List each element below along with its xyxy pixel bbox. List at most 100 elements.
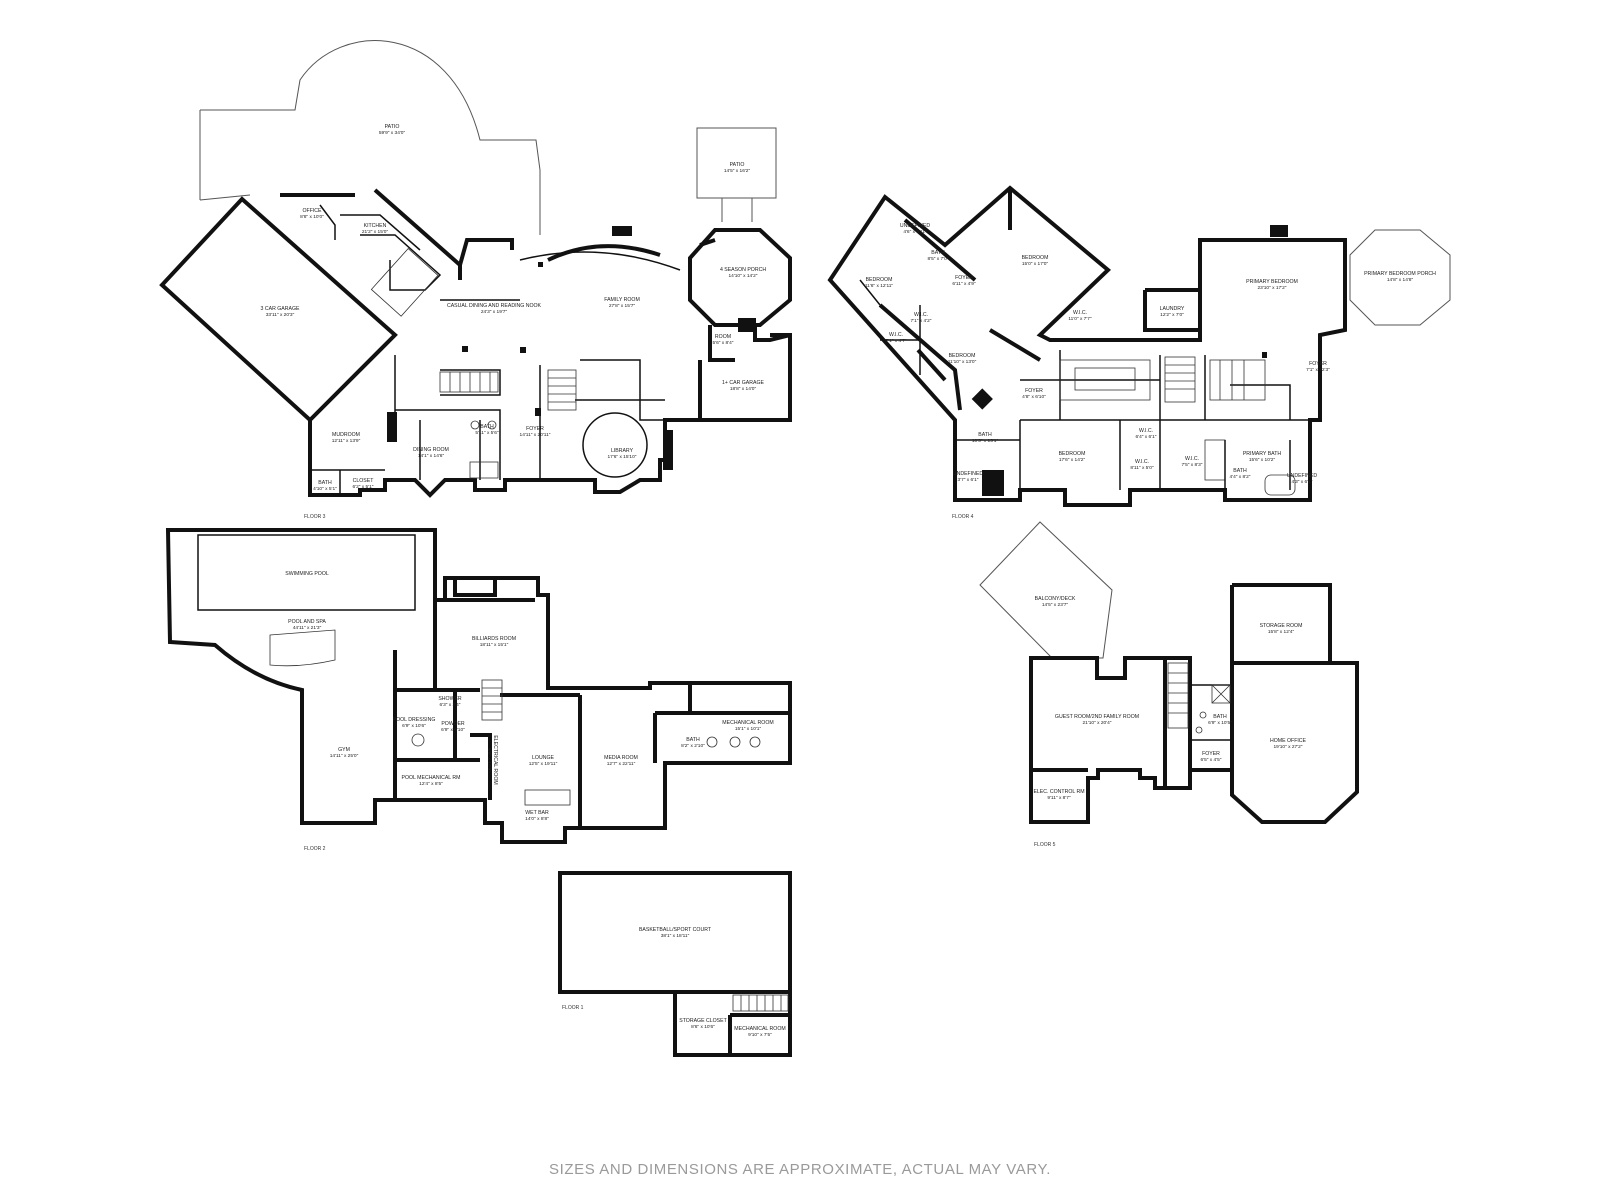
room-name: UNDEFINED: [1287, 473, 1318, 479]
floor-4-plan: [827, 185, 1451, 507]
svg-text:12'11" x 13'9": 12'11" x 13'9": [332, 438, 361, 444]
balcony-outline: [979, 521, 1113, 659]
room-dim: 7'1" x 4'2": [911, 318, 932, 324]
room-name: LOUNGE: [532, 755, 554, 761]
patio-small-outline: [696, 127, 777, 199]
room-dim: 11'6" x 12'11": [865, 283, 894, 289]
svg-text:BALCONY/DECK: BALCONY/DECK: [1035, 596, 1076, 602]
room-name: STORAGE CLOSET: [679, 1018, 727, 1024]
svg-text:FOYER: FOYER: [1309, 361, 1327, 367]
svg-text:11'10" x 13'0": 11'10" x 13'0": [948, 359, 977, 365]
svg-text:CLOSET: CLOSET: [353, 478, 375, 484]
floor-1-plan: [558, 871, 792, 1057]
svg-text:8'6" x 10'6": 8'6" x 10'6": [691, 1024, 715, 1030]
room-dim: 17'6" x 14'2": [1059, 457, 1086, 463]
svg-text:KITCHEN: KITCHEN: [364, 223, 387, 229]
svg-text:W.I.C.: W.I.C.: [1185, 456, 1199, 462]
room-dim: 11'10" x 13'0": [948, 359, 977, 365]
svg-text:BEDROOM: BEDROOM: [866, 277, 893, 283]
floor-4-labels: UNDEFINED 4'6" x 6'11" BATH 8'5" x 7'0" …: [865, 223, 1436, 520]
room-name: POWDER: [441, 721, 465, 727]
svg-text:PRIMARY BATH: PRIMARY BATH: [1243, 451, 1282, 457]
room-dim: 6'9" x 6'10": [441, 727, 465, 733]
room-dim: 6'9" x 10'6": [402, 723, 426, 729]
svg-text:17'6" x 15'10": 17'6" x 15'10": [608, 454, 637, 460]
room-name: WET BAR: [525, 810, 549, 816]
room-name: GYM: [338, 747, 350, 753]
svg-text:BATH: BATH: [318, 480, 332, 486]
room-name: BATH: [1233, 468, 1247, 474]
room-dim: 38'1" x 18'11": [661, 933, 690, 939]
svg-text:MECHANICAL ROOM: MECHANICAL ROOM: [734, 1026, 785, 1032]
svg-text:WET BAR: WET BAR: [525, 810, 549, 816]
room-name: BEDROOM: [866, 277, 893, 283]
svg-text:15'0" x 17'0": 15'0" x 17'0": [1022, 261, 1049, 267]
room-name: BALCONY/DECK: [1035, 596, 1076, 602]
svg-text:POOL DRESSING: POOL DRESSING: [393, 717, 436, 723]
svg-text:FOYER: FOYER: [526, 426, 544, 432]
svg-text:CASUAL DINING AND READING NOOK: CASUAL DINING AND READING NOOK: [447, 303, 542, 309]
svg-text:11'6" x 12'11": 11'6" x 12'11": [865, 283, 894, 289]
svg-text:GYM: GYM: [338, 747, 350, 753]
room-name: ELECTRICAL ROOM: [492, 735, 498, 784]
svg-text:8'8" x 10'0": 8'8" x 10'0": [300, 214, 324, 220]
svg-text:W.I.C.: W.I.C.: [914, 312, 928, 318]
room-name: BEDROOM: [1022, 255, 1049, 261]
svg-text:POWDER: POWDER: [441, 721, 465, 727]
svg-text:21'2" x 15'0": 21'2" x 15'0": [362, 229, 389, 235]
room-dim: 18'8" x 14'0": [730, 386, 757, 392]
room-name: KITCHEN: [364, 223, 387, 229]
room-dim: 21'2" x 15'0": [362, 229, 389, 235]
floor-label: FLOOR 1: [562, 1005, 584, 1011]
room-dim: 23'10" x 17'2": [1258, 285, 1287, 291]
room-dim: 14'1" x 14'6": [418, 453, 445, 459]
room-name: PATIO: [385, 124, 400, 130]
svg-text:6'9" x 10'5": 6'9" x 10'5": [1208, 720, 1232, 726]
svg-text:FOYER: FOYER: [1025, 388, 1043, 394]
room-dim: 8'2" x 2'10": [681, 743, 705, 749]
svg-text:6'11" x 4'9": 6'11" x 4'9": [952, 281, 976, 287]
svg-text:MECHANICAL ROOM: MECHANICAL ROOM: [722, 720, 773, 726]
room-dim: 3'7" x 6'1": [958, 477, 979, 483]
svg-text:59'9" x 34'0": 59'9" x 34'0": [379, 130, 406, 136]
svg-text:6'9" x 10'6": 6'9" x 10'6": [402, 723, 426, 729]
svg-text:10'5" x 15'1": 10'5" x 15'1": [972, 438, 999, 444]
room-dim: 7'5" x 8'3": [1182, 462, 1203, 468]
room-name: W.I.C.: [1185, 456, 1199, 462]
svg-text:BATH: BATH: [1213, 714, 1227, 720]
svg-text:BILLIARDS ROOM: BILLIARDS ROOM: [472, 636, 516, 642]
room-name: PRIMARY BEDROOM: [1246, 279, 1298, 285]
room-dim: 4'8" x 6'10": [1022, 394, 1046, 400]
room-dim: 15'6" x 10'2": [1249, 457, 1276, 463]
svg-text:BASKETBALL/SPORT COURT: BASKETBALL/SPORT COURT: [639, 927, 712, 933]
room-name: UNDEFINED: [953, 471, 984, 477]
svg-text:6'9" x 6'10": 6'9" x 6'10": [441, 727, 465, 733]
svg-text:3 CAR GARAGE: 3 CAR GARAGE: [261, 306, 300, 312]
svg-text:11'0" x 7'7": 11'0" x 7'7": [1068, 316, 1092, 322]
room-dim: 6'4" x 6'1": [1136, 434, 1157, 440]
room-dim: 12'5" x 19'11": [529, 761, 558, 767]
room-name: FOYER: [1202, 751, 1220, 757]
svg-text:15'1" x 10'1": 15'1" x 10'1": [735, 726, 762, 732]
room-name: BASKETBALL/SPORT COURT: [639, 927, 712, 933]
room-dim: 15'0" x 17'0": [1022, 261, 1049, 267]
room-name: MECHANICAL ROOM: [722, 720, 773, 726]
room-dim: 59'9" x 34'0": [379, 130, 406, 136]
svg-text:6'3" x 3'4": 6'3" x 3'4": [440, 702, 461, 708]
room-name: SWIMMING POOL: [285, 571, 329, 577]
disclaimer-footer: SIZES AND DIMENSIONS ARE APPROXIMATE, AC…: [549, 1161, 1051, 1178]
room-name: HOME OFFICE: [1270, 738, 1307, 744]
room-name: DINING ROOM: [413, 447, 449, 453]
room-name: STORAGE ROOM: [1260, 623, 1303, 629]
svg-text:LAUNDRY: LAUNDRY: [1160, 306, 1185, 312]
svg-text:ELEC. CONTROL RM: ELEC. CONTROL RM: [1033, 789, 1084, 795]
floor-5-labels: BALCONY/DECK 14'5" x 23'7" GUEST ROOM/2N…: [1033, 596, 1306, 848]
svg-text:4'8" x 6'10": 4'8" x 6'10": [1022, 394, 1046, 400]
svg-text:BEDROOM: BEDROOM: [1059, 451, 1086, 457]
room-name: BATH: [1213, 714, 1227, 720]
svg-text:17'6" x 14'2": 17'6" x 14'2": [1059, 457, 1086, 463]
svg-text:14'5" x 16'2": 14'5" x 16'2": [724, 168, 751, 174]
svg-text:FAMILY ROOM: FAMILY ROOM: [604, 297, 640, 303]
room-dim: 19'10" x 27'2": [1274, 744, 1303, 750]
